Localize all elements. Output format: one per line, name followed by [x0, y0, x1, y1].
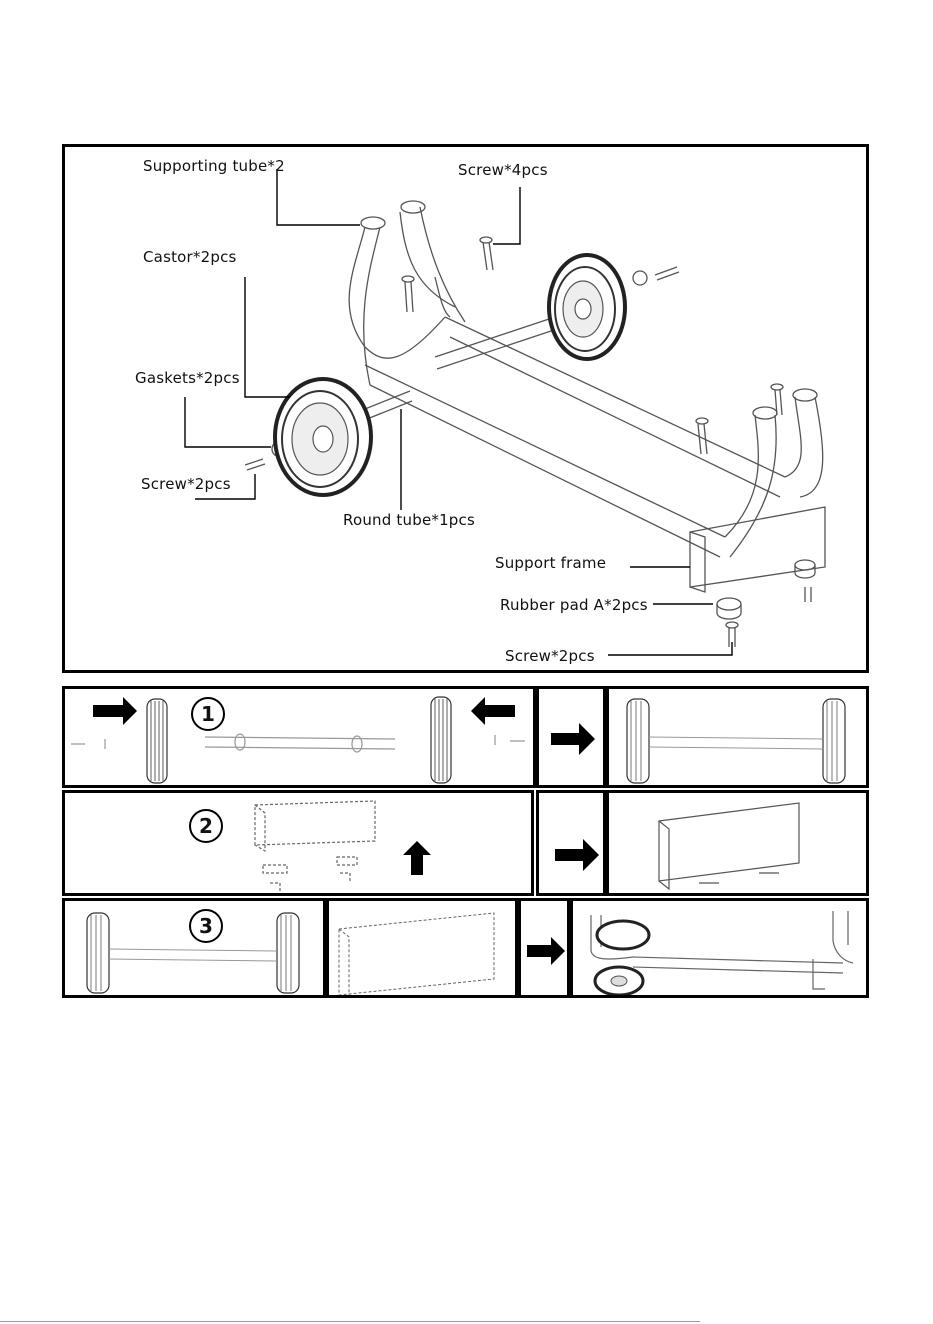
step1-arrow-panel: [536, 686, 606, 788]
exploded-diagram-panel: Supporting tube*2 Screw*4pcs Castor*2pcs…: [62, 144, 869, 673]
label-round-tube: Round tube*1pcs: [343, 511, 475, 529]
leader-supporting-tube: [277, 169, 360, 225]
label-castor: Castor*2pcs: [143, 248, 237, 266]
step-number-3: 3: [189, 909, 223, 943]
frame-tube-front-lower: [370, 385, 720, 557]
arrow-right-icon: [551, 723, 595, 755]
step3-axle-panel: 3: [62, 898, 326, 998]
step2-parts-panel: 2: [62, 790, 534, 896]
support-frame-box: [690, 507, 825, 587]
cross-tube: [435, 317, 555, 357]
arrow-right-icon: [93, 697, 137, 725]
arrow-left-icon: [471, 697, 515, 725]
step3-frame-panel: [326, 898, 518, 998]
label-rubber-pad: Rubber pad A*2pcs: [500, 596, 648, 614]
label-support-frame: Support frame: [495, 554, 606, 572]
round-tube-axle: [365, 391, 412, 419]
leader-screw-bottom: [608, 642, 732, 655]
step-number-2: 2: [189, 809, 223, 843]
screw-pad-2: [805, 587, 811, 602]
result-wheel-right: [823, 699, 845, 783]
result-wheel-top: [597, 921, 649, 949]
screw-left: [245, 459, 265, 470]
step2-arrow-panel: [536, 790, 606, 896]
left-tube-top-2: [401, 201, 425, 213]
right-bend-2: [785, 397, 801, 477]
step3-arrow-panel: [518, 898, 570, 998]
leader-gaskets: [185, 397, 271, 447]
right-tube-top-1: [753, 407, 777, 419]
pad-part-1: [263, 865, 287, 891]
step2-result-panel: [606, 790, 869, 896]
right-bend-2-outer: [800, 397, 823, 497]
page-bottom-rule: [0, 1321, 700, 1322]
cross-tube-lower: [437, 329, 557, 369]
support-frame-part: [255, 801, 375, 851]
screw-right-1: [698, 424, 707, 454]
step1-parts-panel: 1: [62, 686, 536, 788]
result-axle: [649, 737, 823, 749]
label-screw-2pcs-left: Screw*2pcs: [141, 475, 231, 493]
left-tube-top-1: [361, 217, 385, 229]
screw-right-2: [775, 390, 782, 415]
left-bend-back-outer: [364, 227, 380, 385]
rubber-pad-1: [717, 598, 741, 610]
label-gaskets: Gaskets*2pcs: [135, 369, 240, 387]
left-inner-brace: [435, 277, 450, 317]
label-screw-2pcs-bottom: Screw*2pcs: [505, 647, 595, 665]
arrow-up-icon: [403, 841, 431, 875]
label-screw-4pcs: Screw*4pcs: [458, 161, 548, 179]
screw-top-2: [405, 282, 413, 312]
right-bend-1-outer: [730, 415, 776, 557]
screw-top-1: [483, 242, 493, 270]
screw-side-right: [655, 267, 679, 280]
axle-tube: [205, 737, 395, 749]
result-support-frame: [659, 803, 799, 889]
leader-screw-4: [493, 187, 520, 244]
result-wheel-left: [627, 699, 649, 783]
castor-wheel-right: [549, 255, 625, 359]
wheel-left-side: [147, 699, 167, 783]
wheel-right-side: [431, 697, 451, 783]
frame-tube-back-lower: [450, 337, 780, 497]
screw-right-part: [495, 735, 525, 745]
step-number-1: 1: [191, 697, 225, 731]
step3-result-panel: [570, 898, 869, 998]
pad-part-2: [337, 857, 357, 881]
right-bend-1: [725, 415, 758, 537]
arrow-right-icon: [555, 839, 599, 871]
arrow-right-icon: [527, 937, 565, 965]
leader-castor: [245, 277, 290, 397]
screw-left-part: [71, 739, 105, 749]
label-supporting-tube: Supporting tube*2: [143, 157, 285, 175]
left-bend-front: [400, 212, 455, 307]
step1-result-panel: [606, 686, 869, 788]
rubber-pad-2: [795, 560, 815, 570]
exploded-diagram-drawing: [65, 147, 869, 673]
right-tube-top-2: [793, 389, 817, 401]
